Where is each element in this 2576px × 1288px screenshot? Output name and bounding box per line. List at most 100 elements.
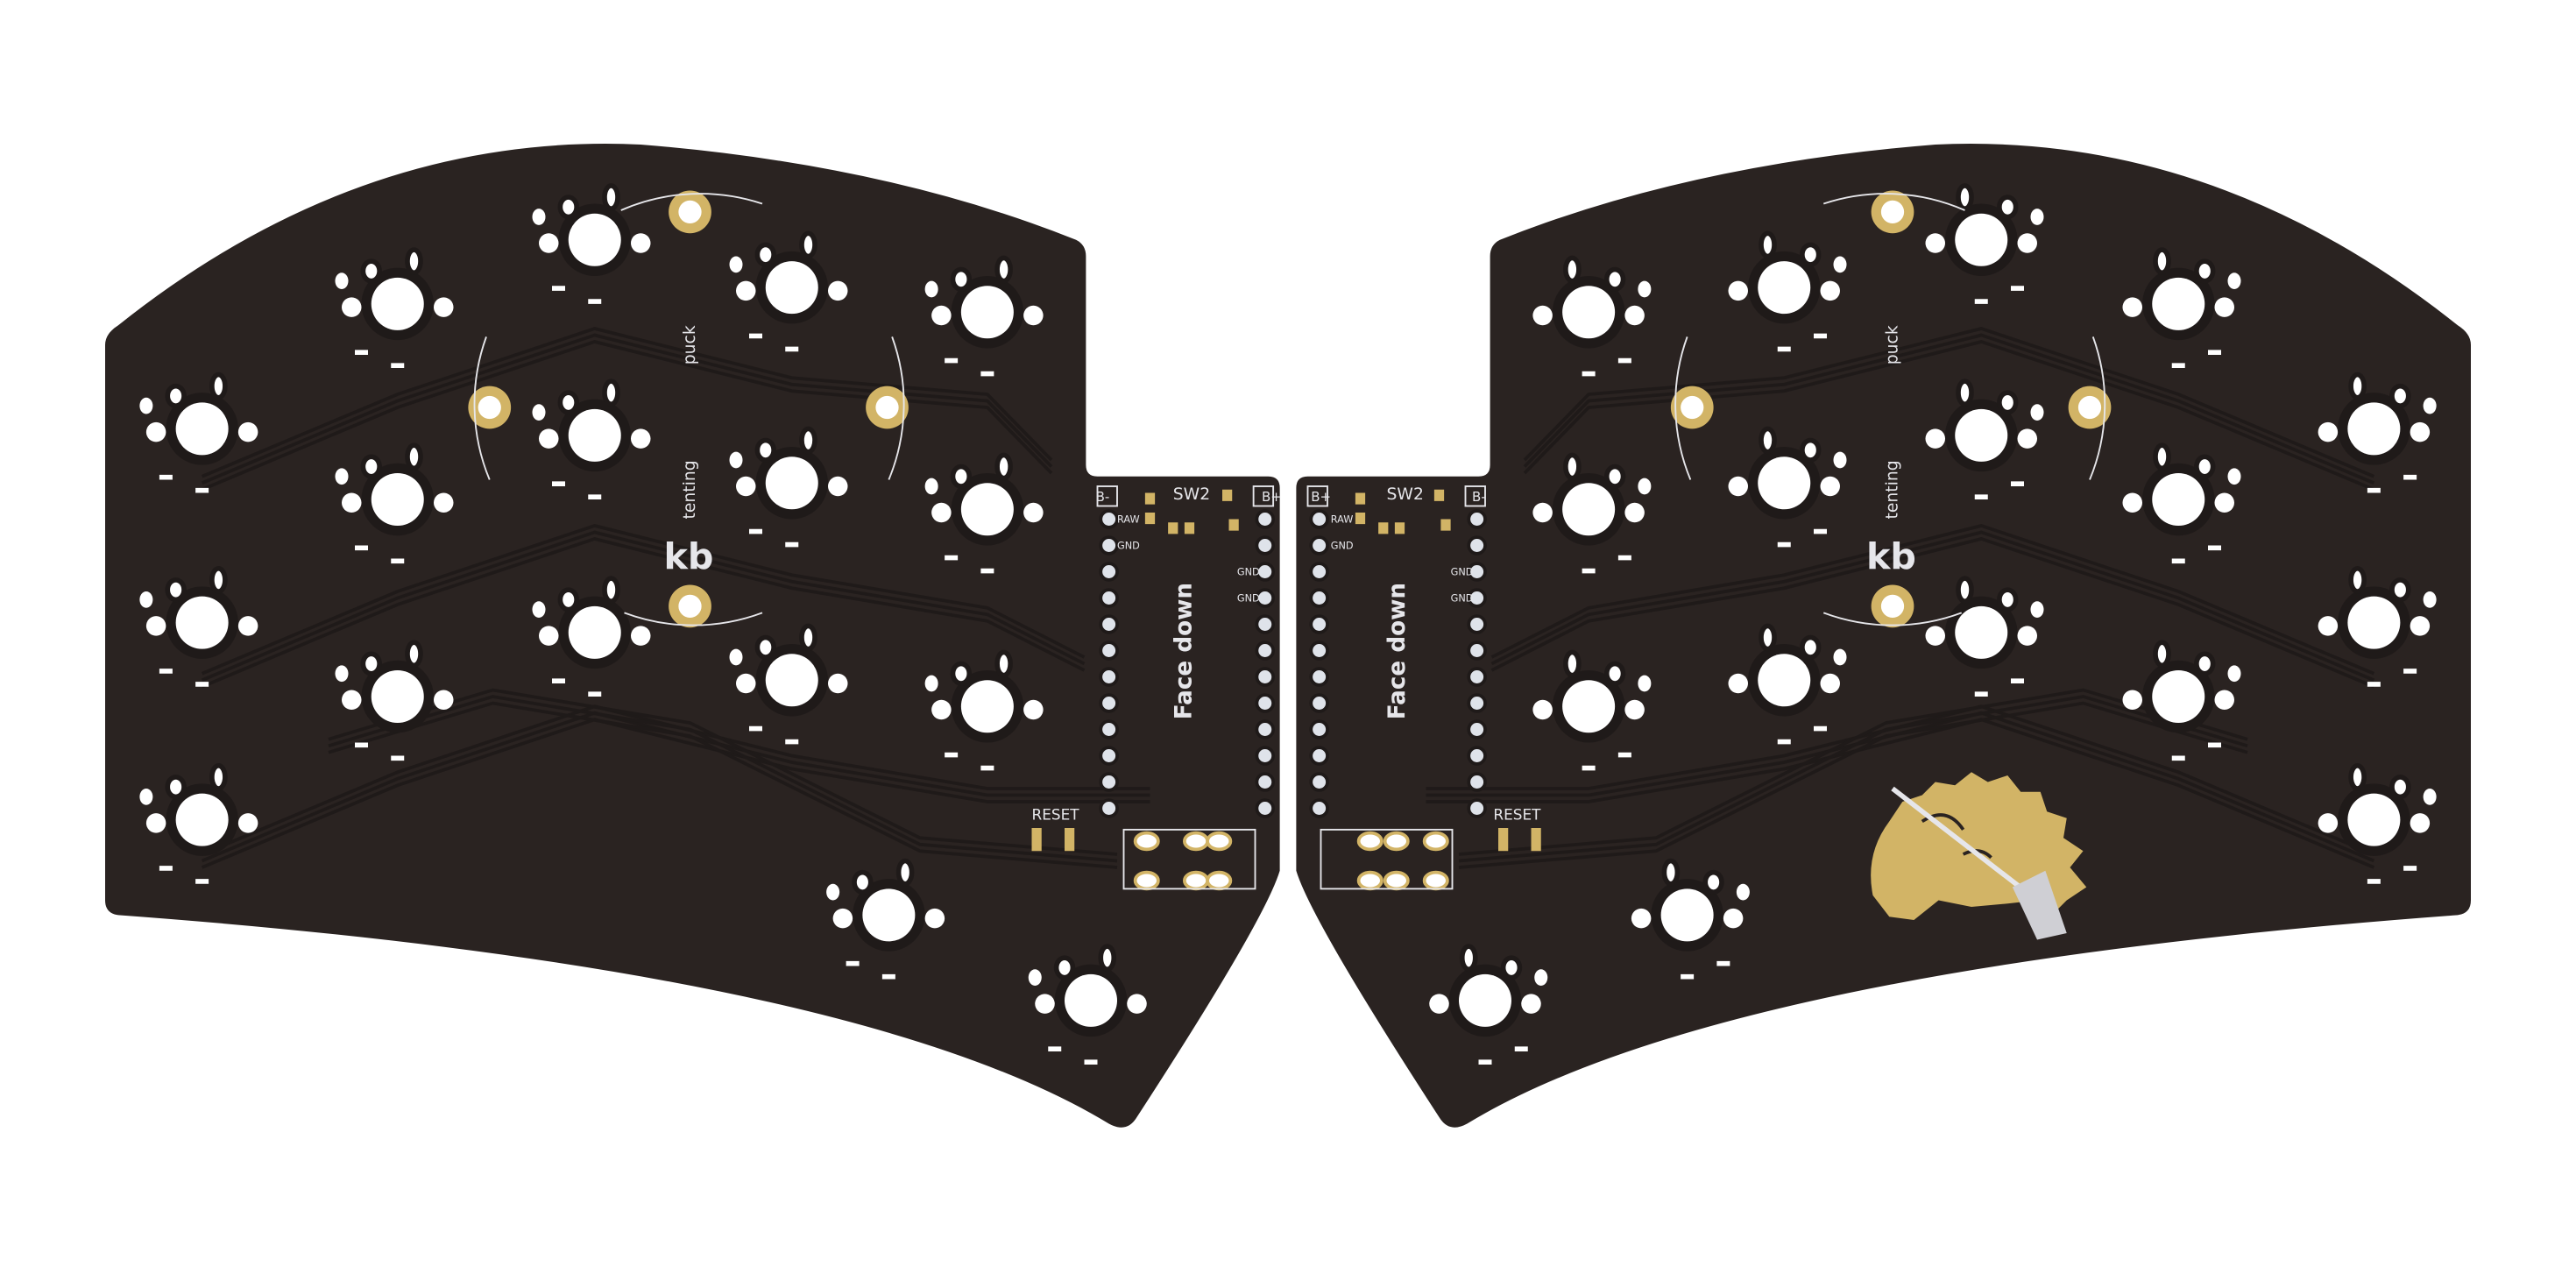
power-switch-pad bbox=[1183, 870, 1209, 891]
smd-pad bbox=[1433, 489, 1445, 501]
switch-contact-hole bbox=[895, 858, 915, 887]
switch-center-hole bbox=[1758, 654, 1811, 707]
switch-pin-hole bbox=[434, 690, 454, 710]
left-kb-logo: kb bbox=[664, 535, 714, 577]
diode-pad bbox=[159, 866, 173, 871]
switch-pin-hole bbox=[145, 813, 166, 833]
smd-pad bbox=[1222, 489, 1233, 501]
switch-pin-hole bbox=[539, 233, 559, 253]
controller-pin bbox=[1309, 640, 1329, 661]
controller-pin bbox=[1309, 798, 1329, 818]
switch-pin-hole bbox=[1925, 233, 1945, 253]
copper-trace bbox=[1490, 530, 2375, 682]
switch-pin-hole bbox=[342, 297, 362, 317]
key-switch bbox=[826, 858, 945, 980]
smd-pad bbox=[1228, 519, 1239, 531]
diode-pad bbox=[2208, 350, 2221, 355]
left-reset-button bbox=[1031, 828, 1042, 852]
switch-contact-hole bbox=[2348, 565, 2367, 594]
diode-pad bbox=[749, 528, 762, 534]
key-switch bbox=[139, 565, 258, 687]
switch-pin-hole bbox=[1532, 305, 1553, 326]
diode-pad bbox=[945, 555, 959, 561]
switch-center-hole bbox=[765, 654, 818, 707]
diode-pad bbox=[1617, 752, 1631, 758]
diode-pad bbox=[1681, 973, 1695, 980]
switch-contact-hole bbox=[139, 397, 153, 414]
right-reset-label: RESET bbox=[1493, 806, 1541, 824]
right-tenting-label: tenting bbox=[1884, 460, 1902, 519]
diode-pad bbox=[945, 357, 959, 364]
switch-contact-hole bbox=[950, 266, 973, 292]
controller-pin bbox=[1099, 719, 1119, 740]
switch-center-hole bbox=[1660, 888, 1714, 942]
switch-pin-hole bbox=[2017, 428, 2037, 449]
switch-contact-hole bbox=[799, 426, 817, 455]
controller-pin bbox=[1309, 693, 1329, 713]
switch-contact-hole bbox=[1759, 623, 1777, 652]
diode-pad bbox=[785, 346, 799, 352]
switch-contact-hole bbox=[1997, 587, 2019, 612]
copper-trace bbox=[201, 537, 1086, 689]
left-gnd-label: GND bbox=[1117, 540, 1140, 551]
switch-pin-hole bbox=[828, 673, 848, 694]
switch-contact-hole bbox=[1638, 478, 1652, 495]
mounting-hole-drill bbox=[678, 200, 702, 223]
controller-pin bbox=[1255, 562, 1275, 582]
switch-contact-hole bbox=[532, 601, 546, 618]
copper-trace bbox=[328, 695, 1118, 863]
switch-center-hole bbox=[1758, 261, 1811, 315]
switch-contact-hole bbox=[1638, 675, 1652, 692]
switch-contact-hole bbox=[1759, 230, 1777, 259]
switch-pin-hole bbox=[631, 233, 651, 253]
switch-contact-hole bbox=[335, 665, 349, 683]
switch-center-hole bbox=[1459, 973, 1511, 1027]
controller-pin bbox=[1467, 535, 1487, 556]
diode-pad bbox=[2171, 755, 2185, 761]
diode-pad bbox=[2403, 474, 2417, 480]
diode-pad bbox=[588, 494, 602, 499]
controller-pin bbox=[1255, 772, 1275, 792]
smd-pad bbox=[1144, 492, 1156, 505]
switch-pin-hole bbox=[237, 813, 258, 833]
switch-pin-hole bbox=[237, 616, 258, 636]
switch-contact-hole bbox=[1638, 280, 1652, 298]
switch-contact-hole bbox=[2227, 272, 2241, 289]
switch-contact-hole bbox=[2030, 209, 2044, 225]
mounting-hole-drill bbox=[1681, 395, 1704, 420]
switch-contact-hole bbox=[1956, 183, 1974, 211]
diode-pad bbox=[391, 558, 405, 564]
controller-pin bbox=[1099, 588, 1119, 608]
diode-pad bbox=[1974, 494, 1988, 499]
diode-pad bbox=[1974, 691, 1988, 697]
left-board-outline bbox=[105, 144, 1280, 1128]
switch-center-hole bbox=[2152, 473, 2205, 526]
power-switch-pad bbox=[1383, 831, 1410, 852]
switch-contact-hole bbox=[557, 195, 579, 220]
diode-pad bbox=[391, 755, 405, 761]
key-switch bbox=[1429, 944, 1548, 1065]
mounting-hole-drill bbox=[1880, 594, 1905, 618]
diode-pad bbox=[588, 299, 602, 304]
mounting-hole-drill bbox=[2077, 395, 2102, 420]
controller-pin bbox=[1099, 614, 1119, 634]
controller-footprints bbox=[1096, 485, 1487, 891]
left-bneg-label: B- bbox=[1096, 489, 1110, 505]
key-switch bbox=[139, 762, 258, 884]
switch-center-hole bbox=[1562, 483, 1616, 536]
switch-contact-hole bbox=[139, 591, 153, 608]
key-switch bbox=[729, 426, 848, 548]
diode-pad bbox=[881, 973, 895, 980]
switch-pin-hole bbox=[2214, 297, 2234, 317]
diode-pad bbox=[1048, 1046, 1062, 1051]
key-switch bbox=[1728, 426, 1847, 548]
right-kb-logo: kb bbox=[1866, 535, 1916, 577]
switch-center-hole bbox=[1955, 605, 2008, 659]
switch-center-hole bbox=[862, 888, 916, 942]
switch-pin-hole bbox=[1925, 428, 1945, 449]
switch-pin-hole bbox=[631, 626, 651, 646]
switch-contact-hole bbox=[2389, 383, 2411, 408]
switch-pin-hole bbox=[1820, 476, 1840, 497]
right-face-down: Face down bbox=[1384, 583, 1411, 719]
switch-contact-hole bbox=[2348, 372, 2367, 400]
